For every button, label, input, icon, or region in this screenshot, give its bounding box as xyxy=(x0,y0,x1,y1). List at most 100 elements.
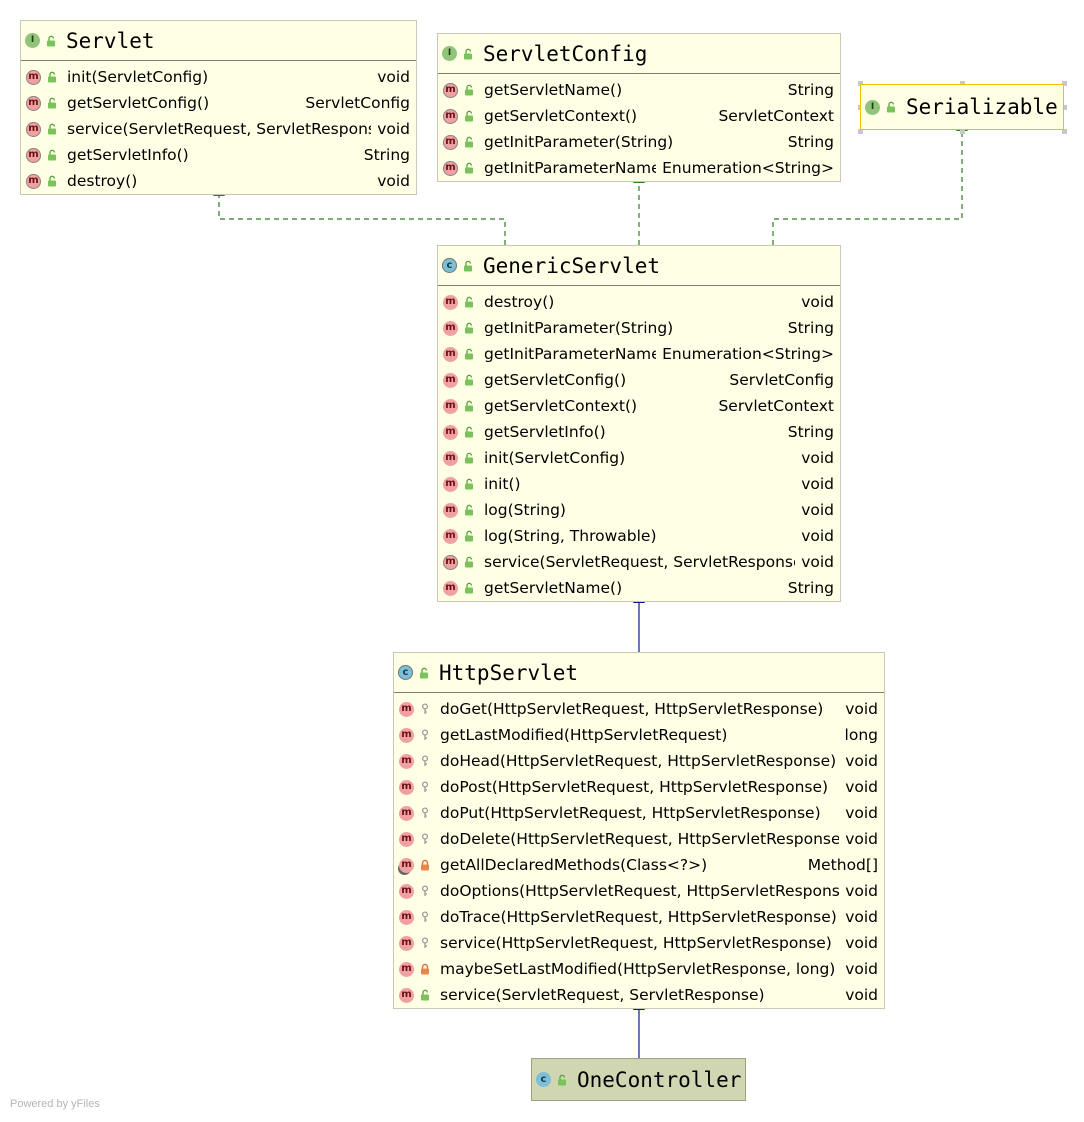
member-type: ServletConfig xyxy=(729,371,834,389)
member-icons: m xyxy=(438,476,484,492)
member-type: ServletConfig xyxy=(305,94,410,112)
member-icons: m xyxy=(21,173,67,189)
member-name: log(String) xyxy=(484,501,566,519)
member-name: getServletConfig() xyxy=(484,371,627,389)
member-name: doOptions(HttpServletRequest, HttpServle… xyxy=(440,882,840,900)
public-unlock-icon xyxy=(48,123,56,135)
member-name: destroy() xyxy=(67,172,138,190)
method-icon: m xyxy=(399,961,414,977)
public-unlock-icon xyxy=(420,667,428,678)
member-type: void xyxy=(845,986,878,1004)
protected-key-icon xyxy=(421,885,429,896)
public-unlock-icon xyxy=(465,582,473,594)
member-icons: m xyxy=(394,753,440,769)
member-name: service(HttpServletRequest, HttpServletR… xyxy=(440,934,832,952)
member-icons: m xyxy=(438,108,484,124)
member-icons: m xyxy=(394,805,440,821)
abstract-method-icon: m xyxy=(443,554,458,570)
member-icons: m xyxy=(394,727,440,743)
member-type: void xyxy=(377,172,410,190)
public-unlock-icon xyxy=(558,1074,566,1085)
public-unlock-icon xyxy=(465,400,473,412)
member-name: doGet(HttpServletRequest, HttpServletRes… xyxy=(440,700,824,718)
member-row[interactable]: mgetInitParameterNames()Enumeration<Stri… xyxy=(438,341,840,367)
member-row[interactable]: mgetInitParameterNames()Enumeration<Stri… xyxy=(438,155,840,181)
interface-icon: I xyxy=(25,33,40,48)
member-icons: m xyxy=(394,857,440,873)
member-type: void xyxy=(801,449,834,467)
member-name: getServletName() xyxy=(484,81,623,99)
public-unlock-icon xyxy=(465,322,473,334)
protected-key-icon xyxy=(421,729,429,740)
member-icons: m xyxy=(394,701,440,717)
interface-icon: I xyxy=(442,46,457,61)
member-icons: m xyxy=(394,831,440,847)
member-type: void xyxy=(845,752,878,770)
member-type: void xyxy=(845,934,878,952)
node-title: HttpServlet xyxy=(439,660,579,685)
member-row[interactable]: m doGet(HttpServletRequest, HttpServletRe… xyxy=(394,696,884,722)
member-name: doHead(HttpServletRequest, HttpServletRe… xyxy=(440,752,837,770)
powered-by-label: Powered by yFiles xyxy=(10,1098,100,1110)
member-icons: m xyxy=(438,320,484,336)
public-unlock-icon xyxy=(464,48,472,59)
member-name: getServletContext() xyxy=(484,107,638,125)
member-name: doPut(HttpServletRequest, HttpServletRes… xyxy=(440,804,821,822)
public-unlock-icon xyxy=(887,101,895,113)
method-icon: m xyxy=(399,701,414,717)
protected-key-icon xyxy=(421,755,429,766)
public-unlock-icon xyxy=(464,260,472,271)
abstract-class-icon: c xyxy=(442,258,457,273)
member-type: void xyxy=(845,778,878,796)
public-unlock-icon xyxy=(421,989,429,1001)
member-icons: m xyxy=(438,294,484,310)
method-icon: m xyxy=(399,727,414,743)
method-icon: m xyxy=(443,528,458,544)
method-icon: m xyxy=(443,346,458,362)
member-type: void xyxy=(801,527,834,545)
member-icons: m xyxy=(394,987,440,1003)
method-icon: m xyxy=(399,779,414,795)
member-name: getInitParameter(String) xyxy=(484,319,674,337)
